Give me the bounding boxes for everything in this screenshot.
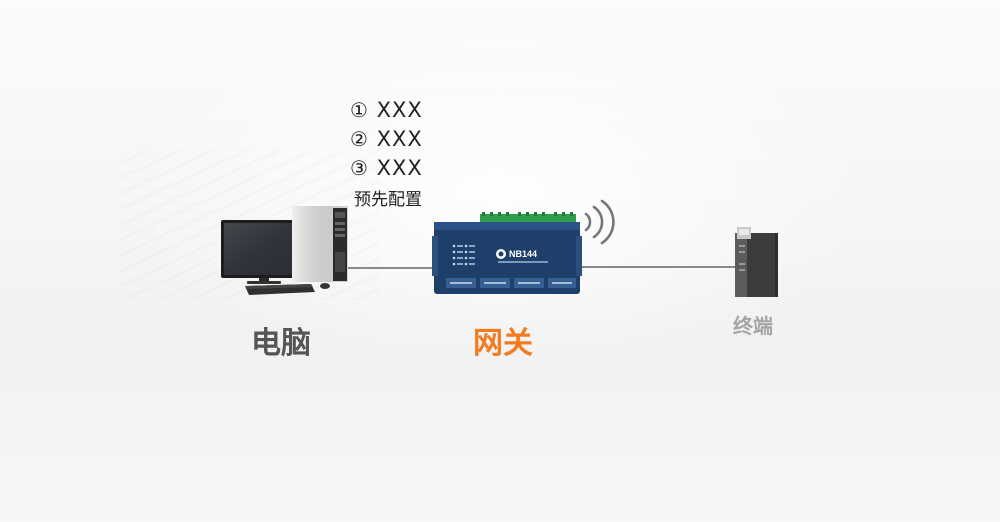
gateway-model-label: NB144 xyxy=(509,249,537,259)
link-gateway-terminal xyxy=(578,266,738,268)
computer-icon xyxy=(221,206,348,295)
step-text: XXX xyxy=(376,127,423,151)
terminal-label: 终端 xyxy=(733,314,773,338)
step-item-1: ① XXX xyxy=(350,96,450,125)
step-item-3: ③ XXX xyxy=(350,154,450,183)
preset-config-label: 预先配置 xyxy=(354,190,422,210)
step-list: ① XXX ② XXX ③ XXX xyxy=(350,96,450,183)
link-computer-gateway xyxy=(345,267,440,269)
terminal-device-icon xyxy=(735,227,778,297)
computer-label: 电脑 xyxy=(251,326,311,361)
step-number: ② xyxy=(350,127,368,151)
gateway-label: 网关 xyxy=(473,326,533,361)
wireless-signal-icon xyxy=(584,199,615,245)
step-text: XXX xyxy=(376,98,423,122)
step-item-2: ② XXX xyxy=(350,125,450,154)
step-number: ① xyxy=(350,98,368,122)
step-text: XXX xyxy=(376,156,423,180)
step-number: ③ xyxy=(350,156,368,180)
gateway-device-icon: NB144 xyxy=(432,212,582,294)
